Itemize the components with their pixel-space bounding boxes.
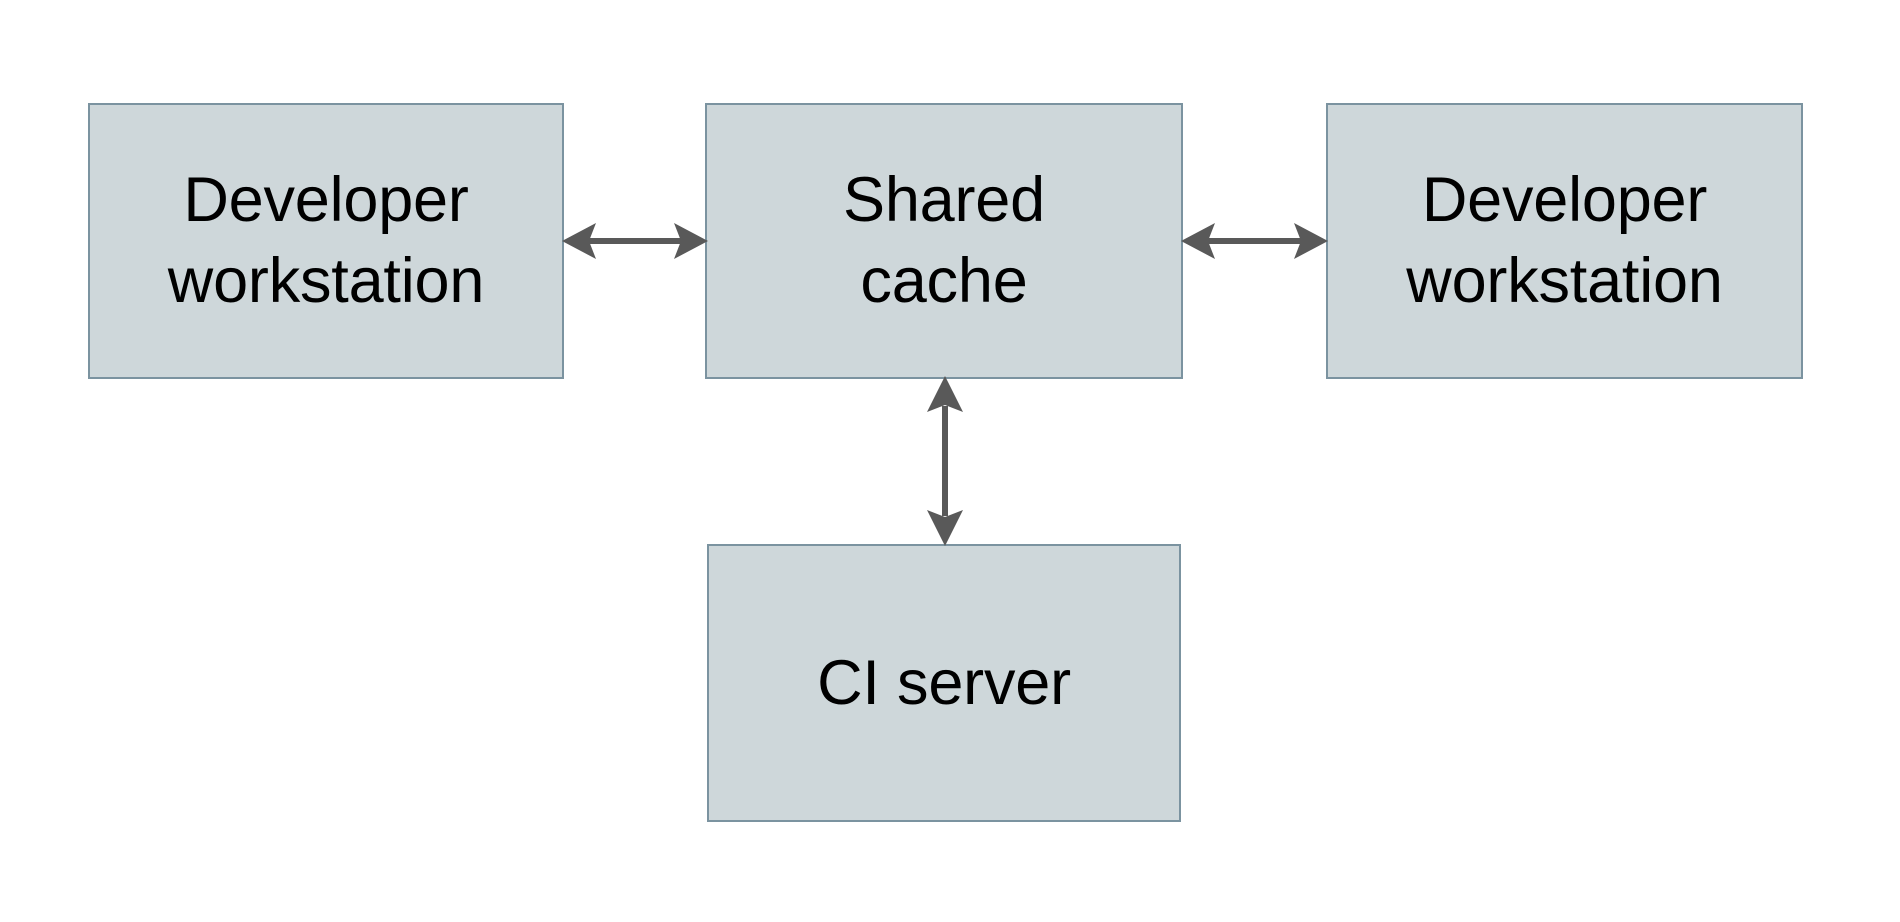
- node-label: Developer workstation: [1406, 165, 1723, 316]
- node-label: Developer workstation: [167, 165, 485, 316]
- node-shared-cache[interactable]: Shared cache: [705, 103, 1183, 379]
- node-developer-workstation-left[interactable]: Developer workstation: [88, 103, 564, 379]
- connector-dev-left-to-shared-cache: [562, 223, 708, 259]
- node-label: Shared cache: [843, 165, 1045, 316]
- node-label: CI server: [817, 647, 1071, 718]
- node-developer-workstation-right[interactable]: Developer workstation: [1326, 103, 1803, 379]
- connector-shared-cache-to-ci-server: [927, 376, 963, 546]
- connector-shared-cache-to-dev-right: [1181, 223, 1328, 259]
- node-ci-server[interactable]: CI server: [707, 544, 1181, 822]
